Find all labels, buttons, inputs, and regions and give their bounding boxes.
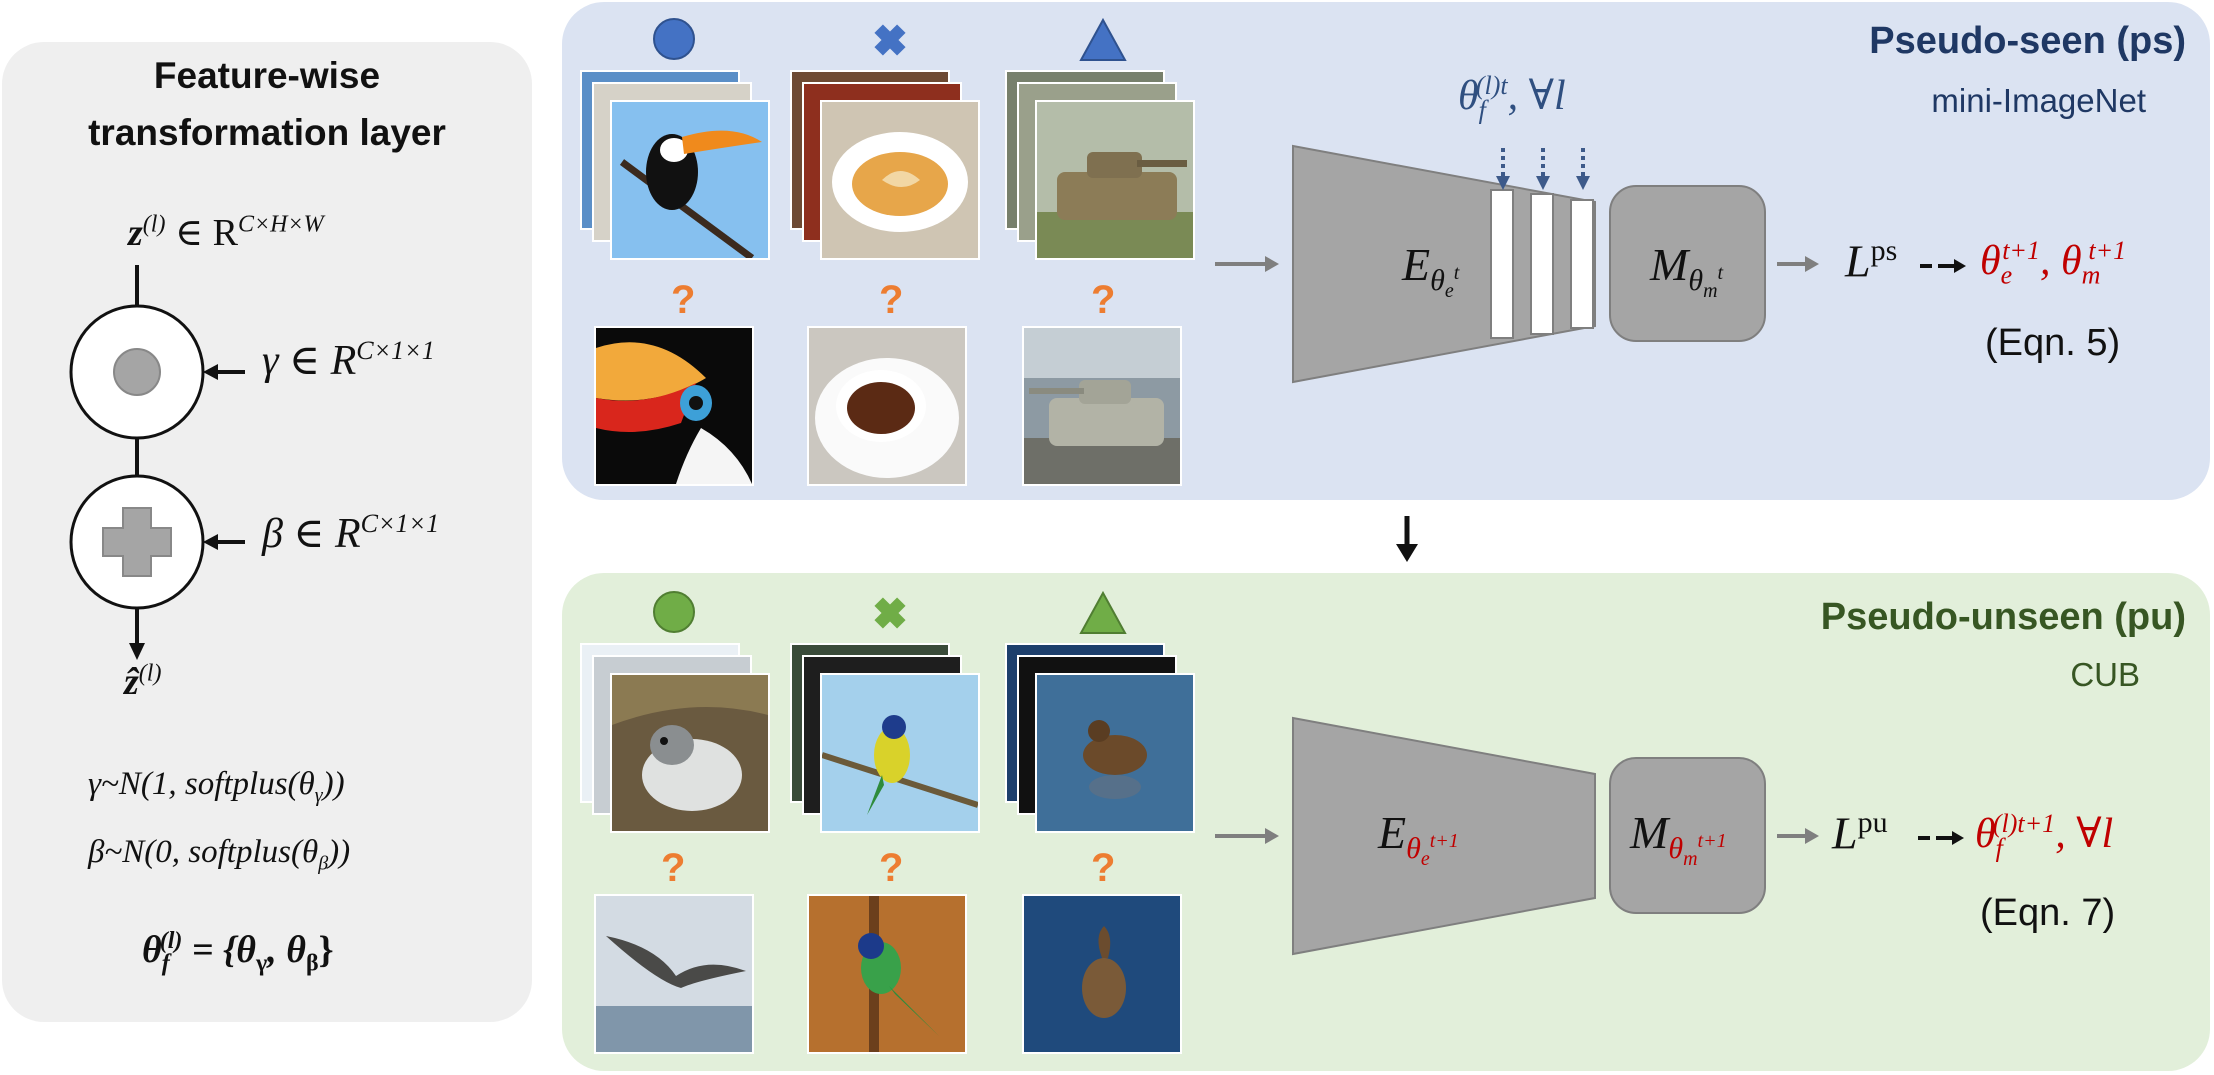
left-title-line2: transformation layer xyxy=(88,112,446,153)
top-encoder-block xyxy=(1292,144,1596,384)
pseudo-seen-title: Pseudo-seen (ps) xyxy=(1869,20,2186,62)
triangle-icon xyxy=(1079,590,1127,634)
pseudo-unseen-title: Pseudo-unseen (pu) xyxy=(1820,596,2186,638)
query-image-tank xyxy=(1022,326,1182,486)
bottom-metric-label: Mθmt+1 xyxy=(1630,807,1727,871)
mini-imagenet-label: mini-ImageNet xyxy=(1931,82,2146,119)
question-mark: ? xyxy=(1091,846,1116,890)
bottom-encoder-label: Eθet+1 xyxy=(1378,807,1459,871)
gamma-label: γ ∈ RC×1×1 xyxy=(262,336,435,384)
query-image-albatross xyxy=(594,894,754,1054)
beta-distribution: β~N(0, softplus(θβ)) xyxy=(88,834,351,875)
cub-label: CUB xyxy=(2070,656,2140,693)
top-metric-label: Mθmt xyxy=(1650,239,1724,303)
cross-icon xyxy=(874,24,906,56)
question-mark: ? xyxy=(879,846,904,890)
bottom-update-arrow xyxy=(1918,831,1964,845)
top-update-arrow xyxy=(1920,259,1966,273)
question-mark: ? xyxy=(1091,278,1116,322)
triangle-icon xyxy=(1079,17,1127,61)
bottom-encoder-block xyxy=(1292,716,1596,956)
z-input-label: z(l) ∈ RC×H×W xyxy=(128,211,324,254)
top-loss-label: Lps xyxy=(1845,234,1898,287)
top-pipeline xyxy=(1215,144,1819,384)
query-image-soup xyxy=(807,326,967,486)
left-title-line1: Feature-wise xyxy=(153,55,381,96)
circle-icon xyxy=(653,591,695,633)
film-injection-arrows xyxy=(1496,148,1590,190)
beta-label: β ∈ RC×1×1 xyxy=(262,509,440,557)
top-film-params-label: θf(l)t, ∀l xyxy=(1458,71,1566,125)
top-update-params: θet+1, θmt+1 xyxy=(1980,236,2127,290)
question-mark: ? xyxy=(671,278,696,322)
question-mark: ? xyxy=(661,846,686,890)
bottom-pipeline xyxy=(1215,716,1819,956)
theta-f-definition: θf(l) = {θγ, θβ} xyxy=(142,928,334,977)
query-image-grebe xyxy=(1022,894,1182,1054)
top-encoder-label: Eθet xyxy=(1402,239,1460,303)
gamma-distribution: γ~N(1, softplus(θγ)) xyxy=(88,766,345,807)
circle-icon xyxy=(653,18,695,60)
top-metric-block xyxy=(1609,185,1766,342)
question-mark: ? xyxy=(879,278,904,322)
top-eqn-label: (Eqn. 5) xyxy=(1985,322,2121,364)
bottom-metric-block xyxy=(1609,757,1766,914)
query-image-toucan xyxy=(594,326,754,486)
query-image-jay xyxy=(807,894,967,1054)
film-layer-diagram xyxy=(69,265,245,660)
cross-icon xyxy=(874,597,906,629)
z-hat-output-label: ẑ(l) xyxy=(124,660,162,703)
bottom-loss-label: Lpu xyxy=(1832,806,1888,859)
down-arrow xyxy=(1396,516,1418,562)
bottom-update-params: θf(l)t+1, ∀l xyxy=(1975,809,2114,863)
bottom-eqn-label: (Eqn. 7) xyxy=(1980,892,2116,934)
